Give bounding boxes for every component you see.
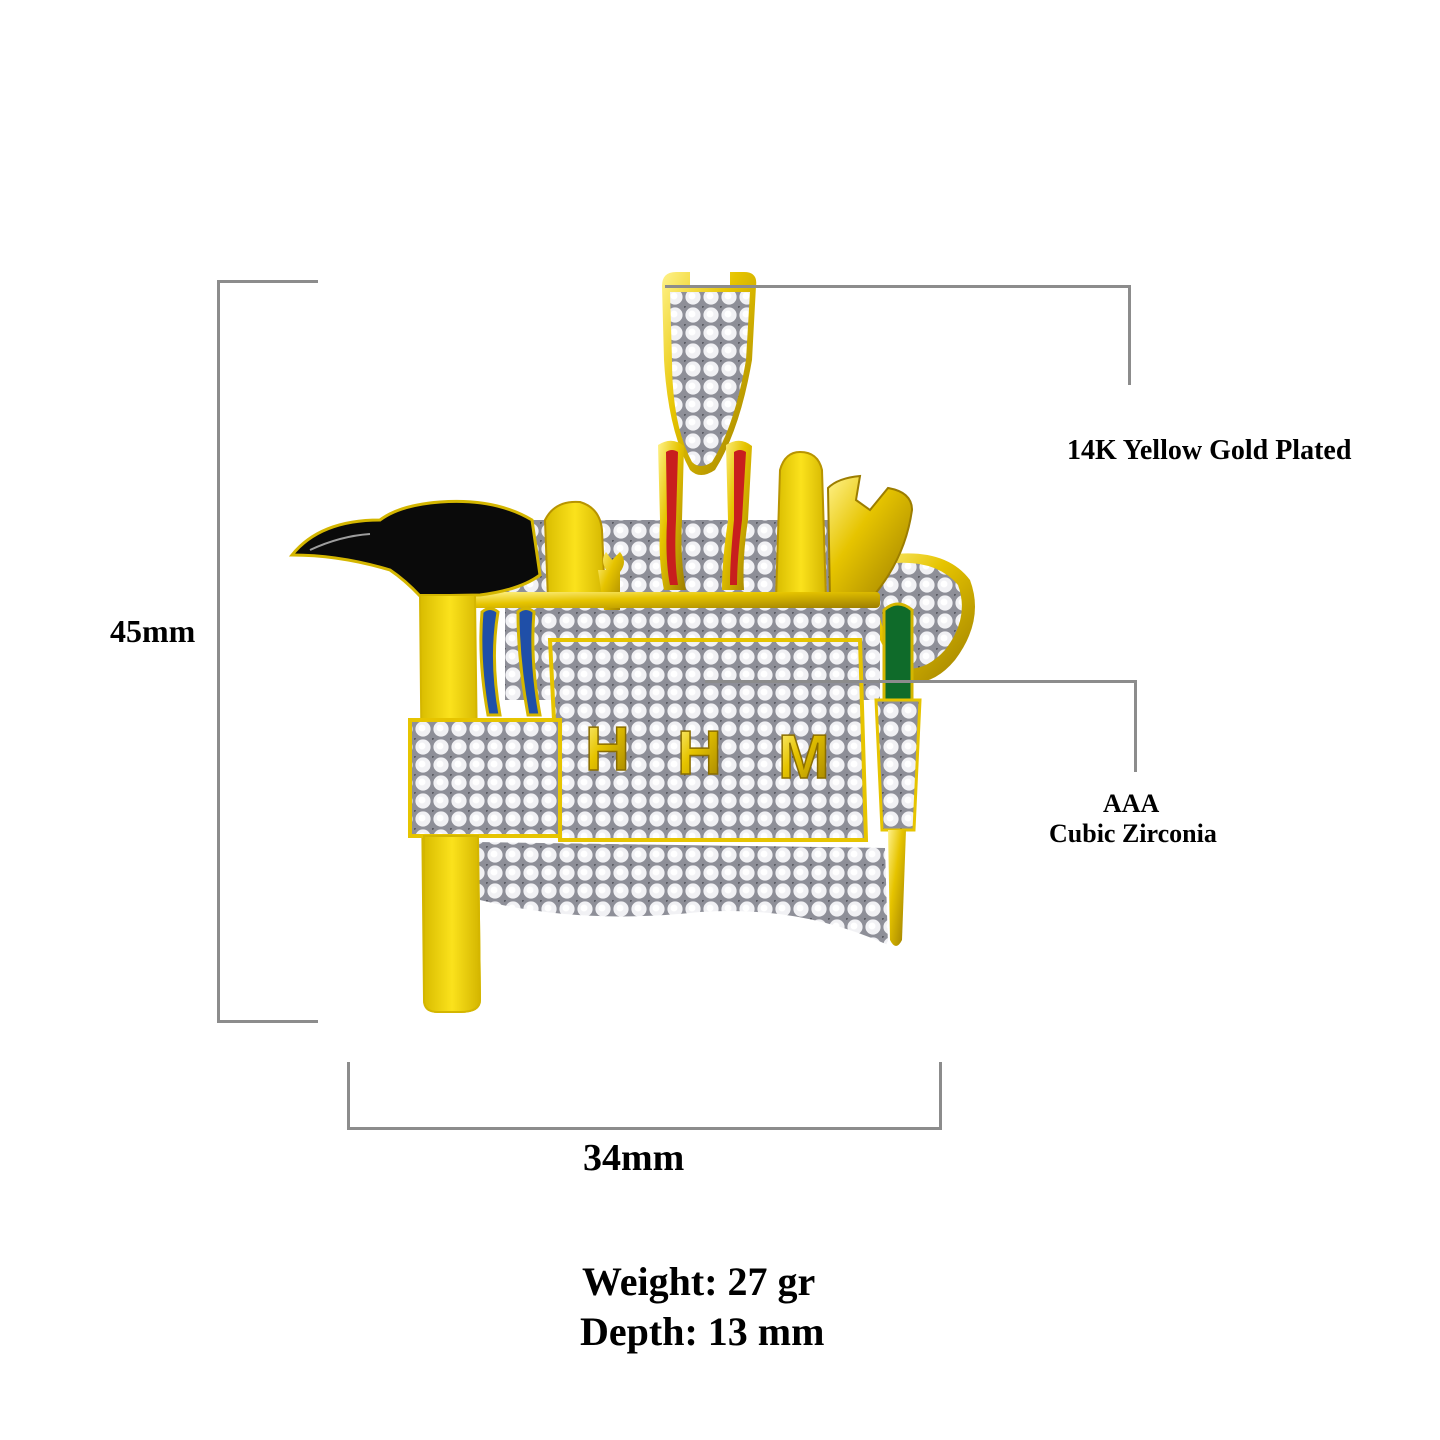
blue-pliers bbox=[479, 607, 502, 717]
width-dimension-horizontal bbox=[347, 1127, 942, 1130]
height-dimension-vertical bbox=[217, 280, 220, 1023]
hhm-engraving: H H M bbox=[584, 714, 830, 793]
green-screwdriver bbox=[882, 602, 914, 702]
height-dimension-bottom bbox=[217, 1020, 318, 1023]
stone-callout-horizontal bbox=[705, 680, 1137, 683]
stone-grade-label: AAA bbox=[1103, 789, 1160, 818]
plating-callout-vertical bbox=[1128, 285, 1131, 385]
depth-spec: Depth: 13 mm bbox=[580, 1309, 825, 1354]
width-label: 34mm bbox=[583, 1137, 685, 1179]
height-dimension-top bbox=[217, 280, 318, 283]
hammer-head bbox=[288, 499, 542, 598]
plating-callout-horizontal bbox=[665, 285, 1131, 288]
engraving-letter-2: H bbox=[677, 719, 722, 788]
height-label: 45mm bbox=[110, 613, 196, 649]
belt-rim bbox=[470, 592, 880, 608]
bail bbox=[662, 272, 757, 475]
yellow-screwdriver-handle bbox=[774, 450, 828, 601]
engraving-letter-1: H bbox=[585, 715, 630, 784]
stone-type-label: Cubic Zirconia bbox=[1049, 819, 1217, 848]
width-dimension-right bbox=[939, 1062, 942, 1130]
belt-strap bbox=[408, 718, 562, 838]
belt-lower bbox=[478, 842, 888, 945]
adjustable-wrench bbox=[826, 474, 914, 601]
stone-callout-vertical bbox=[1134, 680, 1137, 772]
yellow-tool-left bbox=[543, 500, 607, 601]
plating-label: 14K Yellow Gold Plated bbox=[1067, 435, 1352, 466]
width-dimension-left bbox=[347, 1062, 350, 1130]
engraving-letter-3: M bbox=[778, 723, 830, 792]
weight-spec: Weight: 27 gr bbox=[582, 1259, 816, 1304]
